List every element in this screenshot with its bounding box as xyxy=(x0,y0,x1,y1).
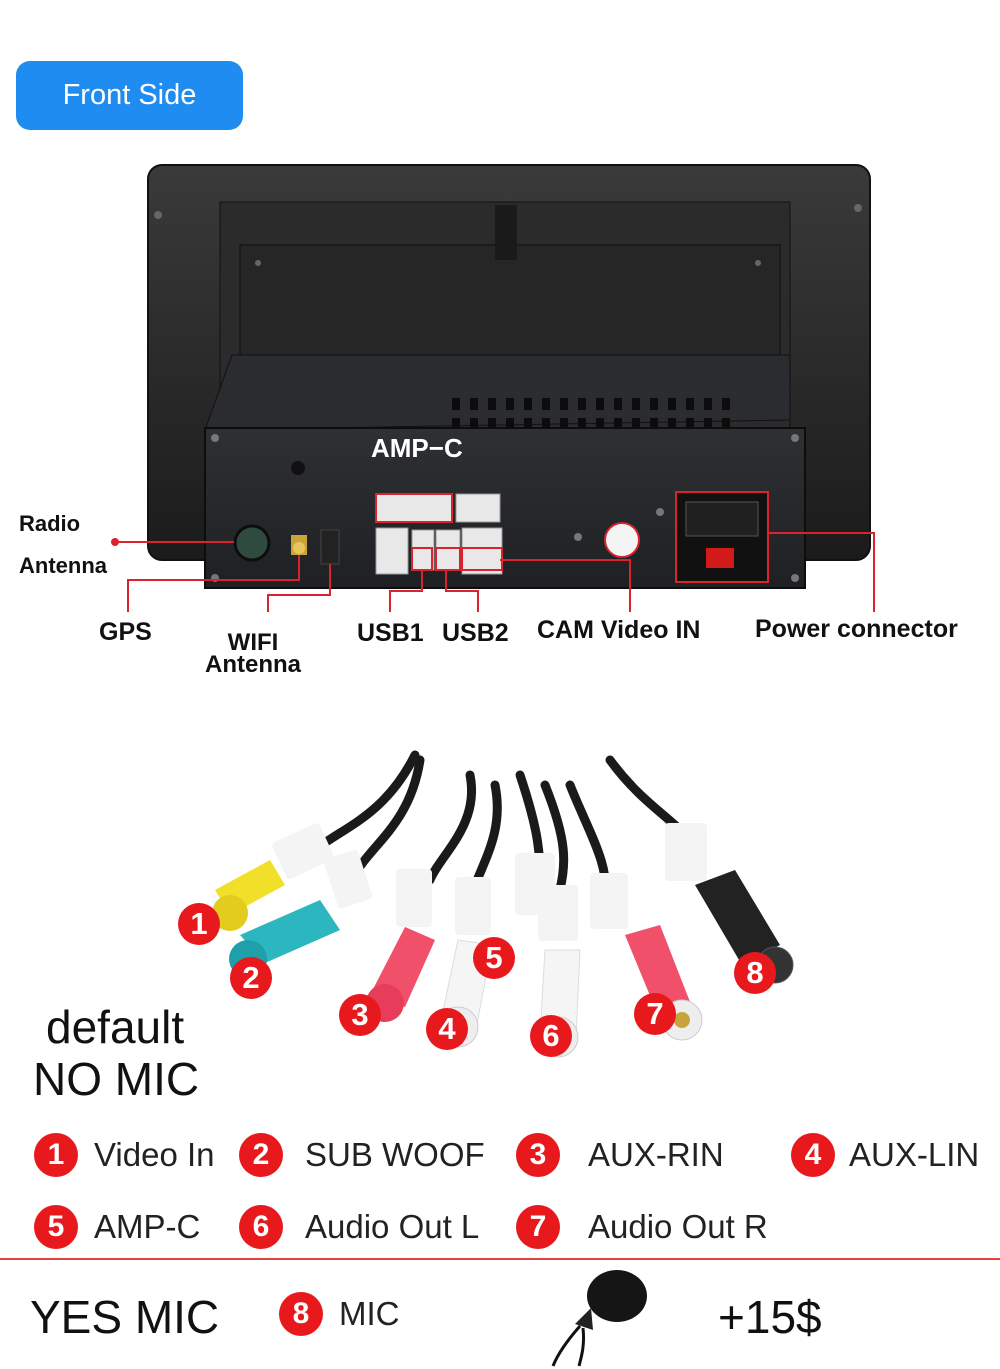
power-connector-label: Power connector xyxy=(755,615,958,643)
cable-badge-8: 8 xyxy=(734,952,776,994)
legend-badge: 3 xyxy=(516,1133,560,1177)
legend-label: AMP-C xyxy=(94,1208,201,1245)
cable-badge-4: 4 xyxy=(426,1008,468,1050)
head-unit-rear-illustration xyxy=(0,150,1000,690)
cam-video-in-label: CAM Video IN xyxy=(537,616,701,644)
rca-cables-illustration: 1 2 3 4 5 6 7 8 xyxy=(0,735,1000,1095)
legend-label: Audio Out R xyxy=(588,1208,768,1245)
legend-badge: 8 xyxy=(279,1292,323,1336)
legend-badge: 6 xyxy=(239,1205,283,1249)
default-text: default xyxy=(46,1001,185,1053)
antenna-label: Antenna xyxy=(19,553,107,578)
radio-label: Radio xyxy=(19,511,81,536)
legend-item-amp-c: 5 AMP-C xyxy=(34,1205,200,1249)
legend-item-sub-woof: 2 SUB WOOF xyxy=(239,1133,485,1177)
legend-item-aux-rin: 3 AUX-RIN xyxy=(516,1133,724,1177)
legend-item-audio-out-r: 7 Audio Out R xyxy=(516,1205,768,1249)
legend-label: SUB WOOF xyxy=(305,1136,485,1173)
front-side-badge: Front Side xyxy=(16,61,243,130)
legend-label: AUX-RIN xyxy=(588,1136,724,1173)
radio-antenna-label: Radio Antenna xyxy=(19,503,107,587)
legend-badge: 7 xyxy=(516,1205,560,1249)
head-unit-rear-drawing xyxy=(111,164,875,612)
legend-label: MIC xyxy=(339,1295,400,1332)
cable-badge-3: 3 xyxy=(339,994,381,1036)
amp-c-label: AMP−C xyxy=(371,433,463,463)
legend-badge: 4 xyxy=(791,1133,835,1177)
usb1-label: USB1 xyxy=(357,619,424,647)
cable-badge-7: 7 xyxy=(634,993,676,1035)
section-divider xyxy=(0,1258,1000,1260)
legend-label: AUX-LIN xyxy=(849,1136,980,1173)
mic-price: +15$ xyxy=(718,1291,822,1343)
legend-label: Video In xyxy=(94,1136,215,1173)
wifi-antenna-label: WIFI Antenna xyxy=(205,629,301,678)
cable-badge-1: 1 xyxy=(178,903,220,945)
wifi-label: WIFI xyxy=(227,629,279,656)
legend-badge: 1 xyxy=(34,1133,78,1177)
no-mic-text: NO MIC xyxy=(33,1053,200,1105)
rca-cables-drawing xyxy=(212,750,794,1058)
legend-label: Audio Out L xyxy=(305,1208,480,1245)
microphone-icon xyxy=(551,1270,647,1367)
cable-badge-5: 5 xyxy=(473,937,515,979)
legend-badge: 2 xyxy=(239,1133,283,1177)
legend-badge: 5 xyxy=(34,1205,78,1249)
lavalier-mic-image xyxy=(545,1268,655,1369)
cable-badge-6: 6 xyxy=(530,1015,572,1057)
legend-item-video-in: 1 Video In xyxy=(34,1133,215,1177)
legend-item-mic: 8 MIC xyxy=(279,1292,400,1336)
wifi-antenna-sub-label: Antenna xyxy=(205,651,301,678)
usb2-label: USB2 xyxy=(442,619,509,647)
legend-item-audio-out-l: 6 Audio Out L xyxy=(239,1205,479,1249)
gps-label: GPS xyxy=(99,618,152,646)
legend-item-aux-lin: 4 AUX-LIN xyxy=(791,1133,979,1177)
cable-badge-2: 2 xyxy=(230,957,272,999)
yes-mic-text: YES MIC xyxy=(30,1291,220,1343)
